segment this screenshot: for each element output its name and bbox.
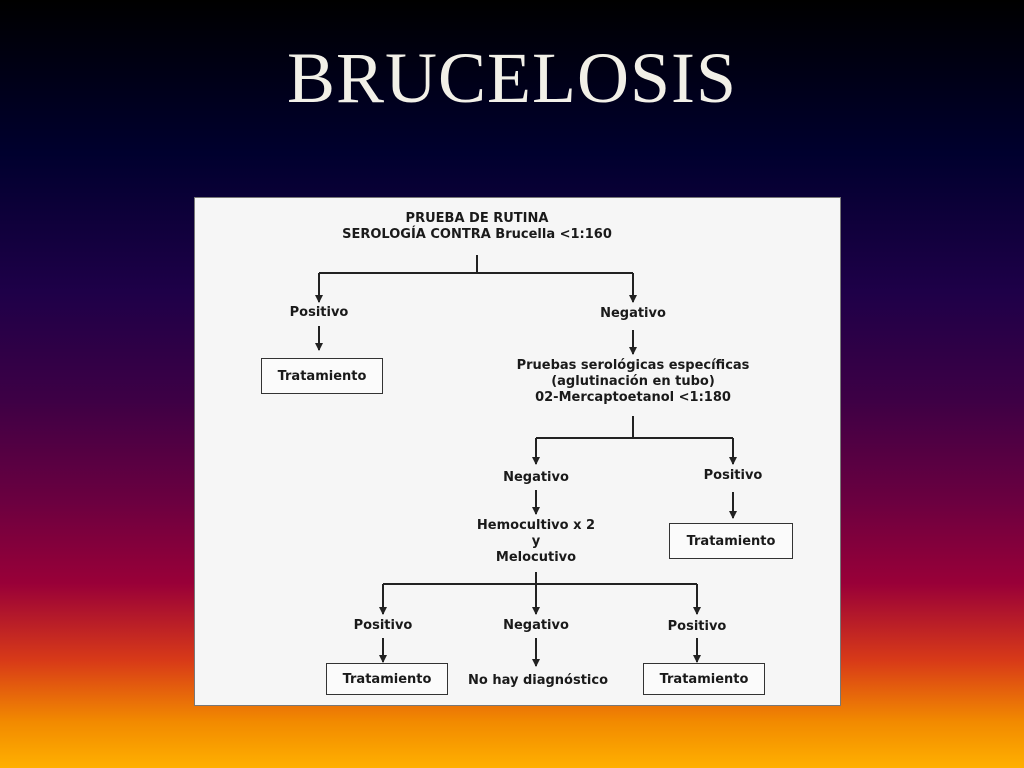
cultures-line2: y: [531, 534, 541, 549]
routine-test-line1: PRUEBA DE RUTINA: [405, 211, 549, 226]
negativo-label-2: Negativo: [503, 470, 569, 485]
routine-test-line2: SEROLOGÍA CONTRA Brucella <1:160: [342, 227, 612, 242]
routine-test-node: PRUEBA DE RUTINA SEROLOGÍA CONTRA Brucel…: [342, 211, 612, 243]
flowchart-connectors: [315, 255, 737, 667]
tratamiento-box-1: Tratamiento: [261, 358, 383, 394]
specific-tests-line3: 02-Mercaptoetanol <1:180: [535, 390, 731, 405]
cultures-line1: Hemocultivo x 2: [476, 518, 596, 533]
tratamiento-box-4: Tratamiento: [643, 663, 765, 695]
positivo-label-1: Positivo: [289, 305, 349, 320]
specific-tests-line2: (aglutinación en tubo): [551, 374, 715, 389]
positivo-label-4: Positivo: [667, 619, 727, 634]
positivo-label-3: Positivo: [353, 618, 413, 633]
positivo-label-2: Positivo: [703, 468, 763, 483]
specific-tests-line1: Pruebas serológicas específicas: [516, 358, 750, 373]
tratamiento-box-3: Tratamiento: [326, 663, 448, 695]
cultures-node: Hemocultivo x 2 y Melocutivo: [477, 518, 595, 566]
slide-title: BRUCELOSIS: [286, 38, 738, 118]
no-diagnosis-label: No hay diagnóstico: [467, 673, 609, 688]
tratamiento-box-2: Tratamiento: [669, 523, 793, 559]
specific-tests-node: Pruebas serológicas específicas (aglutin…: [517, 358, 750, 406]
negativo-label-1: Negativo: [600, 306, 666, 321]
negativo-label-3: Negativo: [503, 618, 569, 633]
cultures-line3: Melocutivo: [495, 550, 577, 565]
flowchart-panel: PRUEBA DE RUTINA SEROLOGÍA CONTRA Brucel…: [194, 197, 841, 706]
